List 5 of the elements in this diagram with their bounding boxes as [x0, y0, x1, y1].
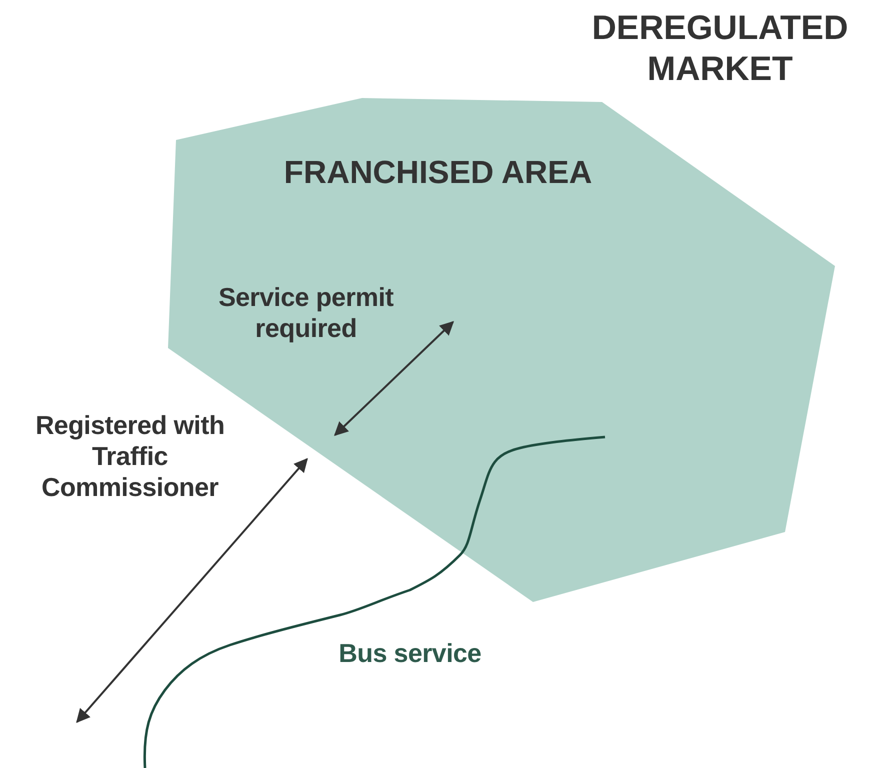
route-label: Bus service: [338, 638, 482, 670]
area-title: FRANCHISED AREA: [282, 153, 594, 192]
area-title: DEREGULATED MARKET: [590, 8, 850, 90]
area-note: Service permit required: [217, 282, 394, 344]
area-note: Registered with Traffic Commissioner: [34, 410, 226, 504]
